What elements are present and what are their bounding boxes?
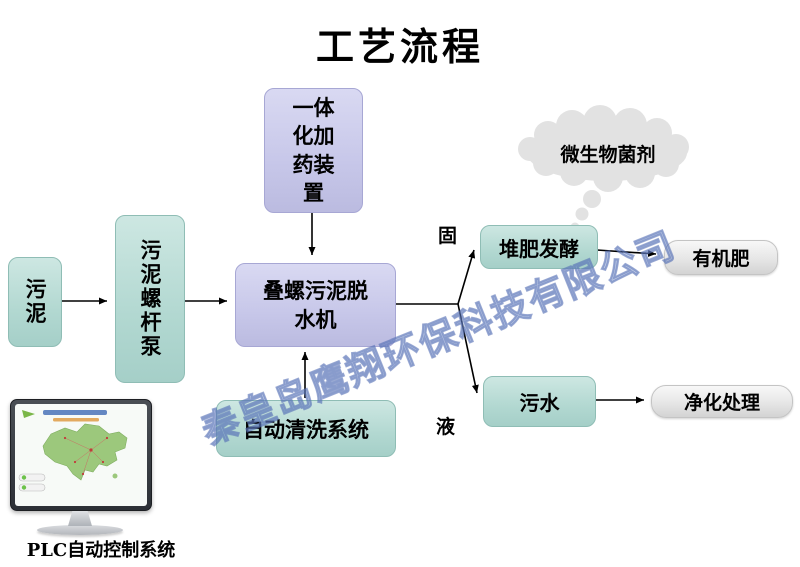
node-dosing-device: 一体化加药装置 <box>264 88 363 213</box>
node-sludge: 污泥 <box>8 257 62 347</box>
status-pills <box>18 473 46 492</box>
monitor-stand-base <box>37 525 123 535</box>
thought-cloud-shape <box>518 105 689 232</box>
monitor-frame <box>10 399 152 511</box>
label-solid: 固 <box>438 225 458 247</box>
node-organic-fertilizer: 有机肥 <box>664 240 778 275</box>
screen-logo-icon <box>22 410 35 418</box>
page-title: 工艺流程 <box>315 25 484 69</box>
plc-monitor <box>10 399 152 535</box>
china-map-shape <box>42 423 128 481</box>
node-dewatering-machine: 叠螺污泥脱水机 <box>235 263 396 347</box>
node-purification-label: 净化处理 <box>683 392 760 414</box>
node-sludge-label: 污泥 <box>23 278 48 326</box>
node-compost-label: 堆肥发酵 <box>499 236 579 261</box>
node-sewage: 污水 <box>483 376 596 427</box>
node-sewage-label: 污水 <box>519 391 560 415</box>
node-organic-fertilizer-label: 有机肥 <box>692 248 750 270</box>
china-map-graphic <box>18 410 128 492</box>
flow-arrow-lines <box>61 212 657 404</box>
monitor-stand-neck <box>68 511 92 526</box>
node-dewatering-machine-label: 叠螺污泥脱水机 <box>263 277 368 332</box>
node-cleaning-system-label: 自动清洗系统 <box>243 416 369 442</box>
node-purification: 净化处理 <box>651 385 793 418</box>
node-screw-pump: 污泥螺杆泵 <box>115 215 185 383</box>
node-dosing-device-label: 一体化加药装置 <box>292 94 335 205</box>
monitor-screen <box>15 404 147 506</box>
cloud-microbial-agent-label: 微生物菌剂 <box>560 144 656 166</box>
node-cleaning-system: 自动清洗系统 <box>216 400 396 457</box>
label-liquid: 液 <box>436 416 456 438</box>
plc-system-label: PLC自动控制系统 <box>26 540 176 561</box>
node-compost-fermentation: 堆肥发酵 <box>480 225 598 269</box>
node-screw-pump-label: 污泥螺杆泵 <box>138 239 163 359</box>
